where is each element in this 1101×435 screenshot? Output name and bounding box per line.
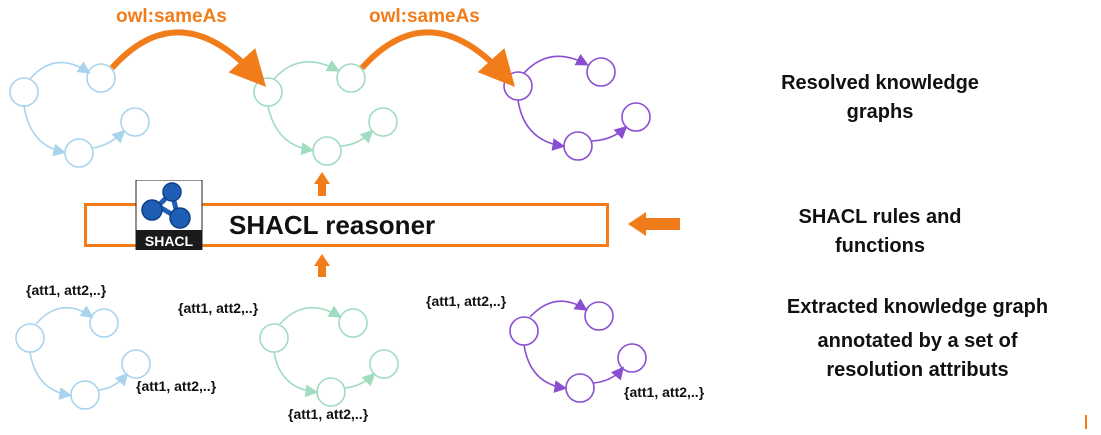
shacl-logo-text: SHACL — [145, 233, 194, 249]
resolved-graph-blue — [9, 61, 150, 168]
shacl-rules-label: SHACL rules and functions — [798, 206, 962, 257]
shacl-reasoner-label: SHACL reasoner — [229, 210, 436, 240]
extracted-graph-purple — [509, 298, 647, 403]
attribute-label: {att1, att2,..} — [624, 384, 705, 400]
attribute-label: {att1, att2,..} — [26, 282, 107, 298]
resolved-graph-green — [253, 59, 398, 166]
same-as-arrow-left — [109, 29, 267, 87]
extracted-graph-blue — [15, 305, 151, 410]
resolved-graph-purple — [503, 53, 651, 161]
shacl-logo: SHACL — [132, 179, 205, 251]
edge-mark — [1085, 415, 1087, 429]
attribute-label: {att1, att2,..} — [288, 406, 369, 422]
same-as-label-left: owl:sameAs — [116, 6, 227, 27]
attribute-label: {att1, att2,..} — [136, 378, 217, 394]
resolved-graphs-label: Resolved knowledge graphs — [781, 72, 979, 123]
extracted-graph-label: Extracted knowledge graph annotated by a… — [786, 296, 1049, 381]
rules-input-arrow — [628, 212, 680, 236]
up-arrow-top — [314, 172, 330, 196]
extracted-graph-green — [259, 305, 399, 407]
up-arrow-bottom — [314, 254, 330, 277]
attribute-label: {att1, att2,..} — [178, 300, 259, 316]
same-as-arrow-right — [359, 29, 516, 87]
same-as-label-right: owl:sameAs — [369, 6, 480, 27]
attribute-label: {att1, att2,..} — [426, 293, 507, 309]
